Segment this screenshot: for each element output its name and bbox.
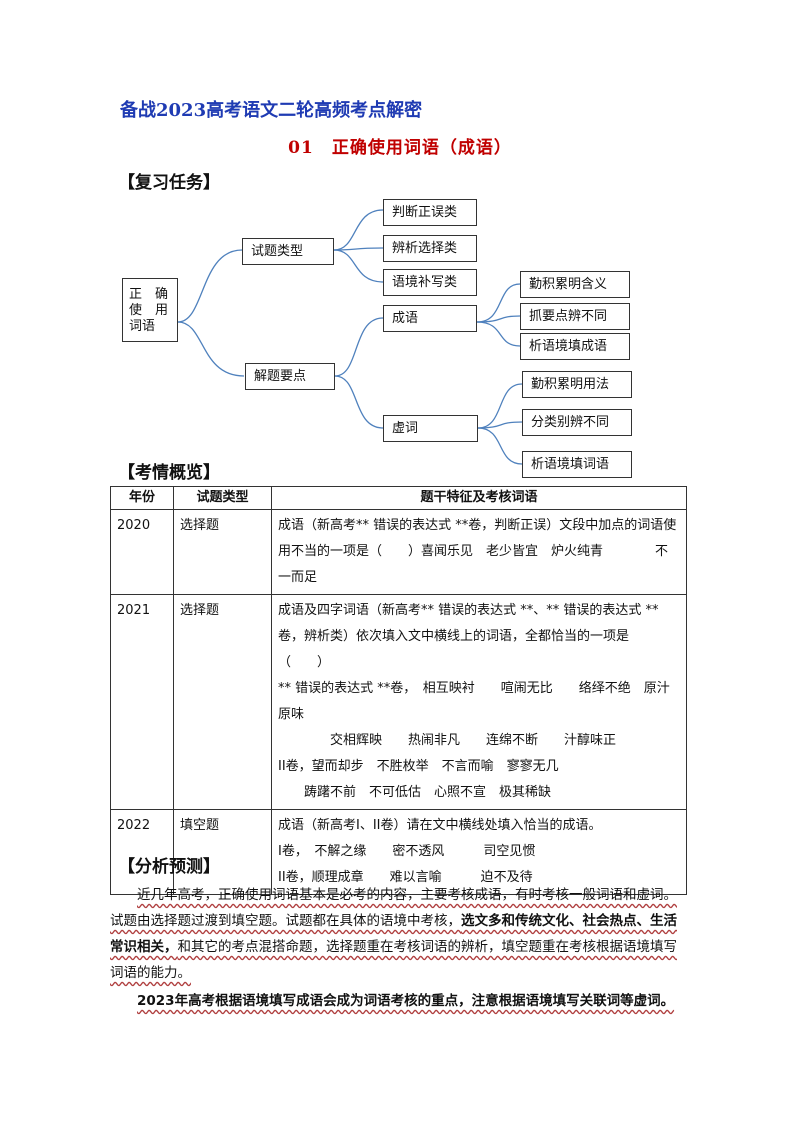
table-header: 题干特征及考核词语 bbox=[271, 486, 687, 510]
table-cell-year: 2021 bbox=[110, 594, 174, 810]
analysis-text-bold: 2023年高考根据语境填写成语会成为词语考核的重点，注意根据语境填写关联词等虚词… bbox=[137, 993, 675, 1009]
analysis-text: 近几年高考，正确使用词语基本是必考的内容，主要考核成语，有时考核一般词语和虚词。… bbox=[110, 887, 677, 929]
mindmap-node-points: 解题要点 bbox=[245, 363, 335, 390]
analysis-text-bold: 选文多和传统文化、社会热点、生活常识相关， bbox=[110, 913, 677, 955]
exam-table: 年份 试题类型 题干特征及考核词语 2020 选择题 成语（新高考** 错误的表… bbox=[110, 486, 687, 895]
table-row: 2020 选择题 成语（新高考** 错误的表达式 **卷，判断正误）文段中加点的… bbox=[110, 509, 687, 595]
mindmap-node-idiom-3: 析语境填成语 bbox=[520, 333, 630, 360]
mindmap-node-idiom-1: 勤积累明含义 bbox=[520, 271, 630, 298]
table-cell-type: 选择题 bbox=[173, 509, 272, 595]
mindmap-node-function-3: 析语境填词语 bbox=[522, 451, 632, 478]
table-header-row: 年份 试题类型 题干特征及考核词语 bbox=[110, 486, 687, 510]
mindmap-node-function-1: 勤积累明用法 bbox=[522, 371, 632, 398]
mindmap-node-function-word: 虚词 bbox=[383, 415, 478, 442]
mindmap-connectors bbox=[177, 209, 523, 465]
mindmap-node-idiom-2: 抓要点辨不同 bbox=[520, 303, 630, 330]
table-cell-content: 成语（新高考** 错误的表达式 **卷，判断正误）文段中加点的词语使用不当的一项… bbox=[271, 509, 687, 595]
mindmap-root-label: 正 确 使 用 词语 bbox=[129, 287, 169, 334]
mindmap-node-idiom: 成语 bbox=[383, 305, 477, 332]
mindmap-node-type-3: 语境补写类 bbox=[383, 269, 477, 296]
mindmap-node-function-2: 分类别辨不同 bbox=[522, 409, 632, 436]
table-cell-content: 成语（新高考Ⅰ、II卷）请在文中横线处填入恰当的成语。 I卷， 不解之缘 密不透… bbox=[271, 809, 687, 895]
table-header: 试题类型 bbox=[173, 486, 272, 510]
doc-title: 备战2023高考语文二轮高频考点解密 bbox=[120, 100, 423, 121]
mindmap-node-type-2: 辨析选择类 bbox=[383, 235, 477, 262]
table-row: 2021 选择题 成语及四字词语（新高考** 错误的表达式 **、** 错误的表… bbox=[110, 594, 687, 810]
mindmap-node-types: 试题类型 bbox=[242, 238, 334, 265]
doc-subtitle: 01 正确使用词语（成语） bbox=[288, 138, 512, 158]
analysis-paragraph-1: 近几年高考，正确使用词语基本是必考的内容，主要考核成语，有时考核一般词语和虚词。… bbox=[110, 882, 690, 986]
analysis-paragraph-2: 2023年高考根据语境填写成语会成为词语考核的重点，注意根据语境填写关联词等虚词… bbox=[110, 988, 690, 1014]
table-cell-year: 2020 bbox=[110, 509, 174, 595]
table-header: 年份 bbox=[110, 486, 174, 510]
table-row: 2022 填空题 成语（新高考Ⅰ、II卷）请在文中横线处填入恰当的成语。 I卷，… bbox=[110, 809, 687, 895]
mindmap-node-type-1: 判断正误类 bbox=[383, 199, 477, 226]
section-review: 【复习任务】 bbox=[118, 173, 220, 193]
table-cell-year: 2022 bbox=[110, 809, 174, 895]
mindmap-root: 正 确 使 用 词语 bbox=[122, 278, 178, 342]
table-cell-type: 选择题 bbox=[173, 594, 272, 810]
section-analysis: 【分析预测】 bbox=[118, 857, 220, 877]
section-overview: 【考情概览】 bbox=[118, 463, 220, 483]
table-cell-content: 成语及四字词语（新高考** 错误的表达式 **、** 错误的表达式 **卷，辨析… bbox=[271, 594, 687, 810]
analysis-text: 和其它的考点混搭命题，选择题重在考核词语的辨析，填空题重在考核根据语境填写词语的… bbox=[110, 939, 677, 981]
